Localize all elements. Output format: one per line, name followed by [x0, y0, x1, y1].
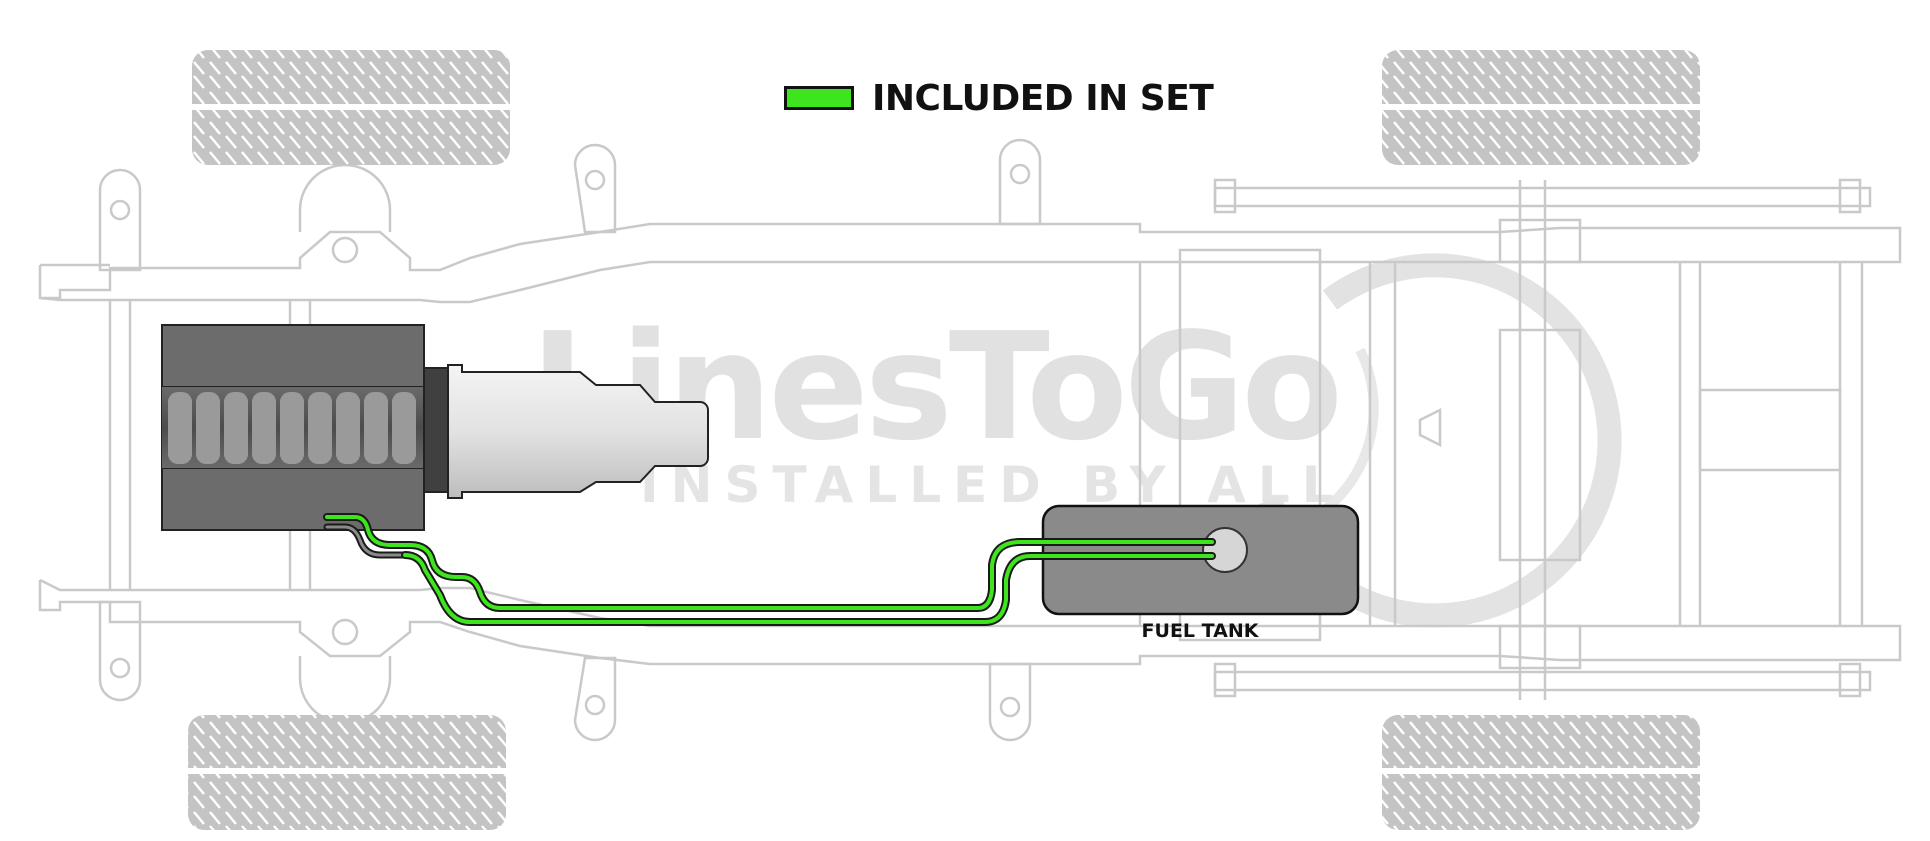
tire-rear-right	[1382, 715, 1700, 830]
legend-label: INCLUDED IN SET	[872, 77, 1214, 119]
transmission-icon	[447, 364, 709, 499]
tire-rear-left	[1382, 50, 1700, 165]
tire-front-right	[188, 715, 506, 830]
engine-icon	[161, 324, 449, 531]
legend-swatch	[784, 86, 854, 110]
fuel-line-icon	[323, 513, 1216, 626]
chassis-frame-icon	[38, 138, 1902, 742]
logo-swoosh-icon	[1258, 253, 1622, 628]
legend: INCLUDED IN SET	[784, 77, 1214, 119]
tire-front-left	[192, 50, 510, 165]
watermark-tagline: INSTALLED BY ALL	[640, 456, 1346, 514]
fuel-tank-label: FUEL TANK	[1141, 620, 1259, 642]
